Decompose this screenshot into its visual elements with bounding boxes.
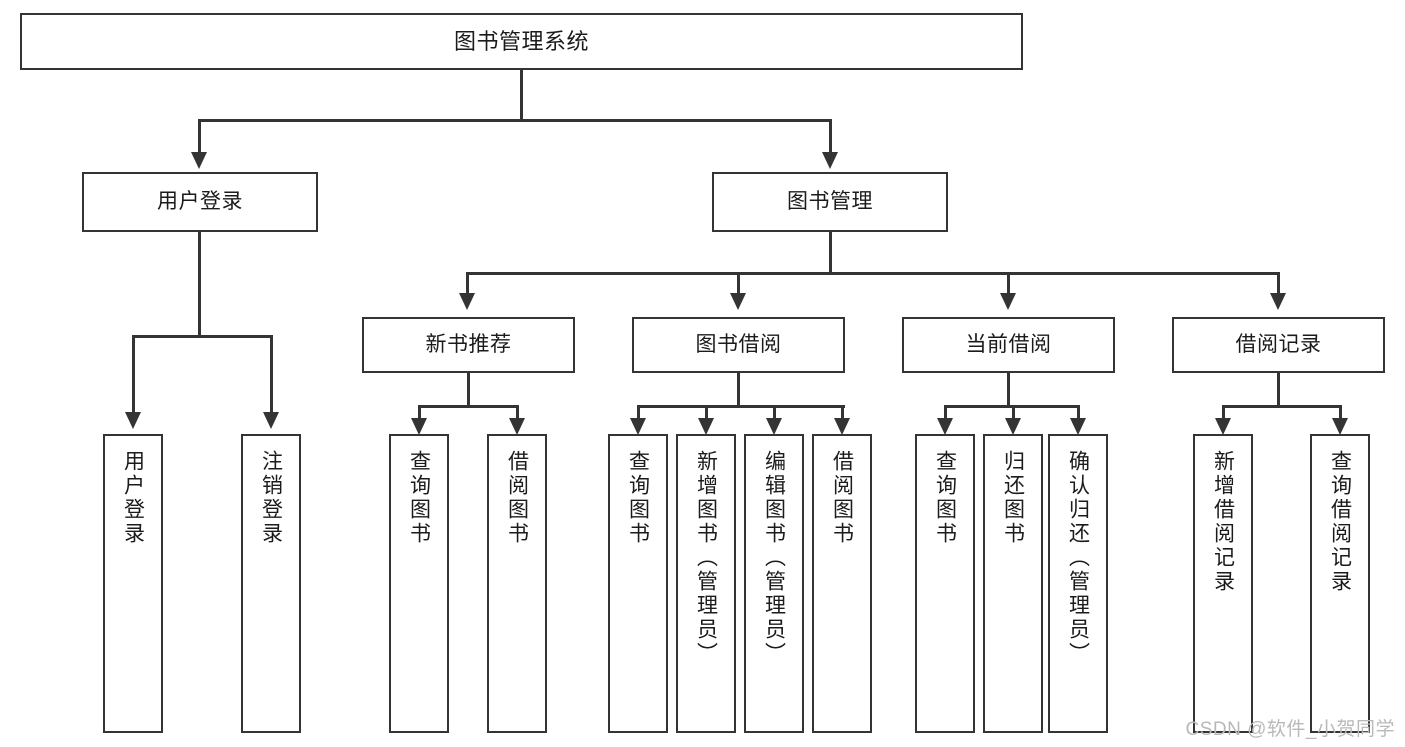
node-label: 用户登录 (121, 450, 145, 546)
connector-new-book-to-leaf-2 (516, 405, 519, 419)
arrowhead-to-user-login (191, 152, 207, 169)
arrowhead-to-leaf-query-borrow-record (1332, 418, 1348, 435)
node-leaf-logout-login[interactable]: 注销登录 (241, 434, 301, 733)
connector-user-login-to-leaf-1 (132, 335, 135, 413)
connector-cb-to-leaf-2 (1012, 405, 1015, 419)
connector-root-to-book-management (829, 119, 832, 153)
node-label: 当前借阅 (965, 332, 1052, 356)
node-leaf-confirm-return[interactable]: 确认归还（管理员） (1048, 434, 1108, 733)
node-label: 新增借阅记录 (1211, 450, 1235, 594)
connector-bb-to-leaf-1 (637, 405, 640, 419)
arrowhead-to-leaf-query-book-1 (411, 418, 427, 435)
node-label: 新增图书（管理员） (694, 450, 718, 666)
node-leaf-query-borrow-record[interactable]: 查询借阅记录 (1310, 434, 1370, 733)
node-label: 归还图书 (1001, 450, 1025, 546)
connector-root-to-user-login (198, 119, 201, 153)
arrowhead-to-current-borrow (1000, 293, 1016, 310)
node-label: 查询图书 (626, 450, 650, 546)
node-label: 图书借阅 (695, 332, 782, 356)
node-label: 查询借阅记录 (1328, 450, 1352, 594)
connector-root-bus (198, 119, 832, 122)
connector-book-borrow-bus (637, 405, 845, 408)
node-root-system[interactable]: 图书管理系统 (20, 13, 1023, 70)
node-leaf-user-login[interactable]: 用户登录 (103, 434, 163, 733)
node-leaf-query-book-1[interactable]: 查询图书 (389, 434, 449, 733)
node-user-login[interactable]: 用户登录 (82, 172, 318, 232)
node-borrow-record[interactable]: 借阅记录 (1172, 317, 1385, 373)
arrowhead-to-borrow-record (1270, 293, 1286, 310)
arrowhead-to-leaf-confirm-return (1070, 418, 1086, 435)
connector-book-management-bus (466, 272, 1278, 275)
node-label: 确认归还（管理员） (1066, 450, 1090, 666)
arrowhead-to-leaf-borrow-book-2 (834, 418, 850, 435)
connector-bb-to-leaf-4 (841, 405, 844, 419)
connector-new-book-bus (418, 405, 518, 408)
connector-book-management-stem (829, 232, 832, 273)
node-label: 注销登录 (259, 450, 283, 546)
arrowhead-to-leaf-user-login (125, 412, 141, 429)
node-leaf-borrow-book-2[interactable]: 借阅图书 (812, 434, 872, 733)
connector-root-stem (520, 70, 523, 120)
connector-current-borrow-bus (944, 405, 1077, 408)
connector-user-login-to-leaf-2 (270, 335, 273, 413)
node-label: 用户登录 (157, 189, 243, 213)
connector-br-to-leaf-1 (1222, 405, 1225, 419)
connector-cb-to-leaf-1 (944, 405, 947, 419)
connector-book-borrow-stem (737, 373, 740, 406)
node-leaf-query-book-2[interactable]: 查询图书 (608, 434, 668, 733)
node-leaf-query-book-3[interactable]: 查询图书 (915, 434, 975, 733)
node-leaf-borrow-book-1[interactable]: 借阅图书 (487, 434, 547, 733)
node-leaf-add-borrow-record[interactable]: 新增借阅记录 (1193, 434, 1253, 733)
node-label: 图书管理 (787, 189, 873, 213)
arrowhead-to-leaf-add-book (698, 418, 714, 435)
connector-cb-to-leaf-3 (1077, 405, 1080, 419)
node-label: 编辑图书（管理员） (762, 450, 786, 666)
connector-bm-to-borrow-record (1277, 272, 1280, 294)
connector-user-login-stem (198, 232, 201, 336)
connector-borrow-record-stem (1277, 373, 1280, 406)
connector-new-book-stem (467, 373, 470, 406)
node-leaf-edit-book[interactable]: 编辑图书（管理员） (744, 434, 804, 733)
arrowhead-to-leaf-query-book-2 (630, 418, 646, 435)
arrowhead-to-leaf-borrow-book-1 (509, 418, 525, 435)
arrowhead-to-leaf-logout-login (263, 412, 279, 429)
connector-bb-to-leaf-2 (705, 405, 708, 419)
node-label: 借阅图书 (830, 450, 854, 546)
node-label: 新书推荐 (425, 332, 512, 356)
connector-bm-to-new-book (466, 272, 469, 294)
node-label: 查询图书 (933, 450, 957, 546)
arrowhead-to-leaf-edit-book (766, 418, 782, 435)
arrowhead-to-book-management (822, 152, 838, 169)
node-label: 图书管理系统 (453, 28, 589, 54)
connector-bm-to-book-borrow (737, 272, 740, 294)
node-current-borrow[interactable]: 当前借阅 (902, 317, 1115, 373)
arrowhead-to-leaf-return-book (1005, 418, 1021, 435)
connector-bm-to-current-borrow (1007, 272, 1010, 294)
arrowhead-to-leaf-add-borrow-record (1215, 418, 1231, 435)
node-label: 借阅图书 (505, 450, 529, 546)
connector-br-to-leaf-2 (1339, 405, 1342, 419)
node-leaf-return-book[interactable]: 归还图书 (983, 434, 1043, 733)
connector-borrow-record-bus (1222, 405, 1341, 408)
connector-new-book-to-leaf-1 (418, 405, 421, 419)
connector-user-login-bus (132, 335, 270, 338)
node-label: 借阅记录 (1235, 332, 1322, 356)
connector-current-borrow-stem (1007, 373, 1010, 406)
node-book-management[interactable]: 图书管理 (712, 172, 948, 232)
arrowhead-to-new-book-recommend (459, 293, 475, 310)
node-leaf-add-book[interactable]: 新增图书（管理员） (676, 434, 736, 733)
arrowhead-to-leaf-query-book-3 (937, 418, 953, 435)
node-new-book-recommend[interactable]: 新书推荐 (362, 317, 575, 373)
node-label: 查询图书 (407, 450, 431, 546)
connector-bb-to-leaf-3 (773, 405, 776, 419)
node-book-borrow[interactable]: 图书借阅 (632, 317, 845, 373)
arrowhead-to-book-borrow (730, 293, 746, 310)
